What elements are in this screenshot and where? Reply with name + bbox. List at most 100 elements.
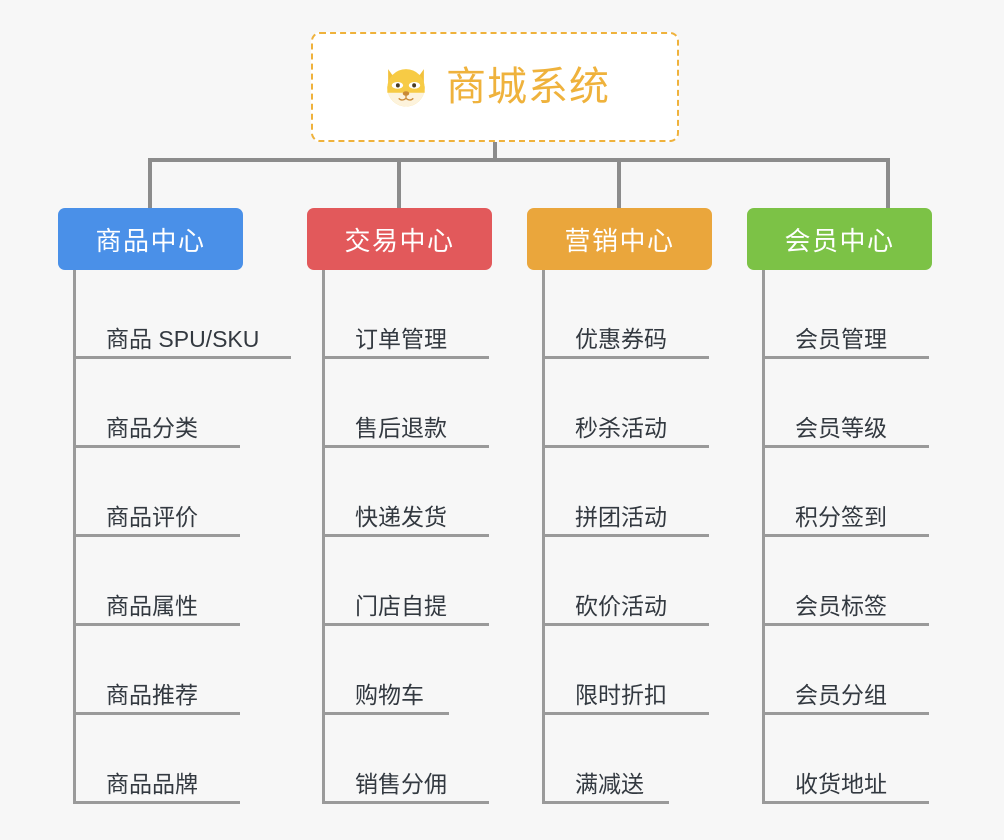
connector-drop-1: [148, 158, 152, 210]
leaf-label: 门店自提: [355, 592, 447, 619]
leaf-label: 销售分佣: [355, 770, 447, 797]
leaf-item[interactable]: 秒杀活动: [542, 359, 712, 448]
leaf-item[interactable]: 订单管理: [322, 270, 492, 359]
branch-title: 会员中心: [784, 225, 895, 256]
leaf-underline: [322, 623, 489, 626]
branch-title: 商品中心: [95, 225, 206, 256]
leaf-underline: [322, 801, 489, 804]
leaf-underline: [542, 356, 709, 359]
leaf-label: 售后退款: [355, 414, 447, 441]
leaf-label: 限时折扣: [575, 681, 667, 708]
branch-header-交易中心[interactable]: 交易中心: [307, 208, 492, 270]
leaf-underline: [762, 356, 929, 359]
connector-root-stem: [493, 142, 497, 162]
leaf-underline: [542, 534, 709, 537]
leaf-label: 拼团活动: [575, 503, 667, 530]
leaf-underline: [762, 445, 929, 448]
leaf-item[interactable]: 商品品牌: [73, 715, 243, 804]
leaf-label: 优惠券码: [575, 325, 667, 352]
leaf-item[interactable]: 砍价活动: [542, 537, 712, 626]
leaf-underline: [73, 801, 240, 804]
root-node[interactable]: 商城系统: [311, 32, 679, 142]
leaf-label: 满减送: [575, 770, 644, 797]
leaf-item[interactable]: 会员等级: [762, 359, 932, 448]
leaf-underline: [542, 445, 709, 448]
leaf-label: 商品品牌: [106, 770, 198, 797]
leaf-label: 商品属性: [106, 592, 198, 619]
leaf-item[interactable]: 限时折扣: [542, 626, 712, 715]
leaf-item[interactable]: 会员标签: [762, 537, 932, 626]
connector-drop-4: [886, 158, 890, 210]
leaf-underline: [542, 712, 709, 715]
branch-header-营销中心[interactable]: 营销中心: [527, 208, 712, 270]
leaf-item[interactable]: 门店自提: [322, 537, 492, 626]
leaf-underline: [73, 445, 240, 448]
leaf-item[interactable]: 会员分组: [762, 626, 932, 715]
leaf-label: 购物车: [355, 681, 424, 708]
leaf-label: 秒杀活动: [575, 414, 667, 441]
branch-trunk: [542, 270, 545, 804]
connector-drop-3: [617, 158, 621, 210]
leaf-underline: [762, 623, 929, 626]
leaf-underline: [73, 534, 240, 537]
leaf-item[interactable]: 收货地址: [762, 715, 932, 804]
leaf-underline: [762, 801, 929, 804]
leaf-underline: [73, 623, 240, 626]
leaf-item[interactable]: 商品推荐: [73, 626, 243, 715]
branch-body: 商品 SPU/SKU 商品分类 商品评价 商品属性 商品推荐 商品品牌: [58, 270, 291, 804]
leaf-item[interactable]: 快递发货: [322, 448, 492, 537]
leaf-underline: [322, 356, 489, 359]
branch-column: 交易中心 订单管理 售后退款 快递发货 门店自提 购物车: [307, 208, 492, 804]
leaf-item[interactable]: 商品分类: [73, 359, 243, 448]
leaf-underline: [73, 356, 291, 359]
leaf-item[interactable]: 优惠券码: [542, 270, 712, 359]
leaf-label: 商品分类: [106, 414, 198, 441]
leaf-item[interactable]: 满减送: [542, 715, 712, 804]
leaf-underline: [73, 712, 240, 715]
leaf-item[interactable]: 会员管理: [762, 270, 932, 359]
branch-trunk: [73, 270, 76, 804]
branch-title: 交易中心: [344, 225, 455, 256]
leaf-underline: [322, 712, 449, 715]
leaf-label: 会员标签: [795, 592, 887, 619]
shiba-dog-face-icon: [387, 69, 425, 107]
branch-title: 营销中心: [564, 225, 675, 256]
leaf-item[interactable]: 商品属性: [73, 537, 243, 626]
branch-header-会员中心[interactable]: 会员中心: [747, 208, 932, 270]
branch-trunk: [762, 270, 765, 804]
leaf-underline: [762, 712, 929, 715]
leaf-label: 收货地址: [795, 770, 887, 797]
leaf-label: 积分签到: [795, 503, 887, 530]
leaf-label: 会员分组: [795, 681, 887, 708]
branch-column: 会员中心 会员管理 会员等级 积分签到 会员标签 会员分组: [747, 208, 932, 804]
leaf-label: 快递发货: [355, 503, 447, 530]
leaf-label: 商品 SPU/SKU: [106, 325, 260, 352]
leaf-item[interactable]: 销售分佣: [322, 715, 492, 804]
leaf-underline: [322, 445, 489, 448]
branch-trunk: [322, 270, 325, 804]
leaf-item[interactable]: 商品评价: [73, 448, 243, 537]
leaf-item[interactable]: 售后退款: [322, 359, 492, 448]
leaf-label: 会员等级: [795, 414, 887, 441]
leaf-label: 砍价活动: [575, 592, 667, 619]
connector-bus: [148, 158, 890, 162]
connector-drop-2: [397, 158, 401, 210]
leaf-label: 商品评价: [106, 503, 198, 530]
branch-body: 会员管理 会员等级 积分签到 会员标签 会员分组 收货地址: [747, 270, 932, 804]
leaf-item[interactable]: 积分签到: [762, 448, 932, 537]
leaf-item[interactable]: 购物车: [322, 626, 492, 715]
branch-body: 订单管理 售后退款 快递发货 门店自提 购物车 销售分佣: [307, 270, 492, 804]
leaf-label: 会员管理: [795, 325, 887, 352]
leaf-underline: [542, 801, 669, 804]
root-title: 商城系统: [446, 65, 610, 109]
leaf-label: 商品推荐: [106, 681, 198, 708]
leaf-label: 订单管理: [355, 325, 447, 352]
leaf-item[interactable]: 商品 SPU/SKU: [73, 270, 291, 359]
branch-body: 优惠券码 秒杀活动 拼团活动 砍价活动 限时折扣 满减送: [527, 270, 712, 804]
leaf-item[interactable]: 拼团活动: [542, 448, 712, 537]
branch-column: 商品中心 商品 SPU/SKU 商品分类 商品评价 商品属性 商品推荐: [58, 208, 291, 804]
branch-header-商品中心[interactable]: 商品中心: [58, 208, 243, 270]
leaf-underline: [762, 534, 929, 537]
leaf-underline: [322, 534, 489, 537]
